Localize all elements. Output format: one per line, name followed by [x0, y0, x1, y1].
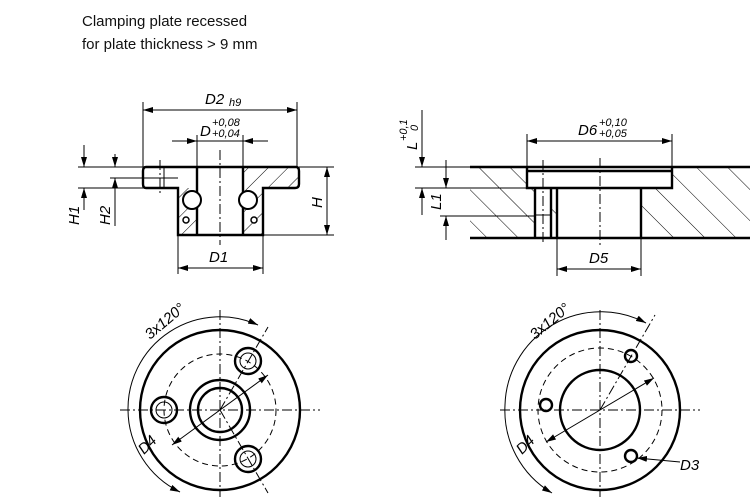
hole-300: [623, 448, 639, 464]
label-d4-left: D4: [135, 432, 161, 458]
label-d3: D3: [680, 457, 700, 474]
label-d-tol-upper: +0,08: [212, 117, 241, 129]
label-l: L: [404, 142, 421, 150]
slot-60: [233, 346, 263, 376]
label-d6-tol-upper: +0,10: [599, 117, 628, 129]
label-l-tol-upper: +0,1: [398, 119, 410, 141]
label-l1: L1: [428, 193, 445, 210]
right-section-view: [415, 110, 750, 276]
label-d-tol-lower: +0,04: [212, 128, 240, 140]
label-d5: D5: [589, 250, 609, 267]
label-h: H: [309, 197, 326, 208]
label-d6-tol-lower: +0,05: [599, 128, 628, 140]
label-d2-tol: h9: [229, 97, 241, 109]
label-d6: D6: [578, 122, 598, 139]
left-top-view: [120, 310, 320, 497]
left-section-view: [78, 102, 334, 274]
label-h1: H1: [66, 206, 83, 225]
label-d2: D2: [205, 91, 225, 108]
label-l-tol-lower: 0: [409, 124, 421, 131]
caption-line-1: Clamping plate recessed: [82, 13, 248, 30]
label-angle-left: 3x120°: [142, 300, 189, 343]
slot-300: [233, 444, 263, 474]
hole-60: [623, 348, 639, 364]
caption-line-2: for plate thickness > 9 mm: [82, 36, 258, 53]
right-top-view: [500, 310, 700, 497]
label-h2: H2: [97, 205, 114, 225]
label-d: D: [200, 123, 211, 140]
label-d1: D1: [209, 249, 228, 266]
hole-180: [538, 397, 554, 413]
